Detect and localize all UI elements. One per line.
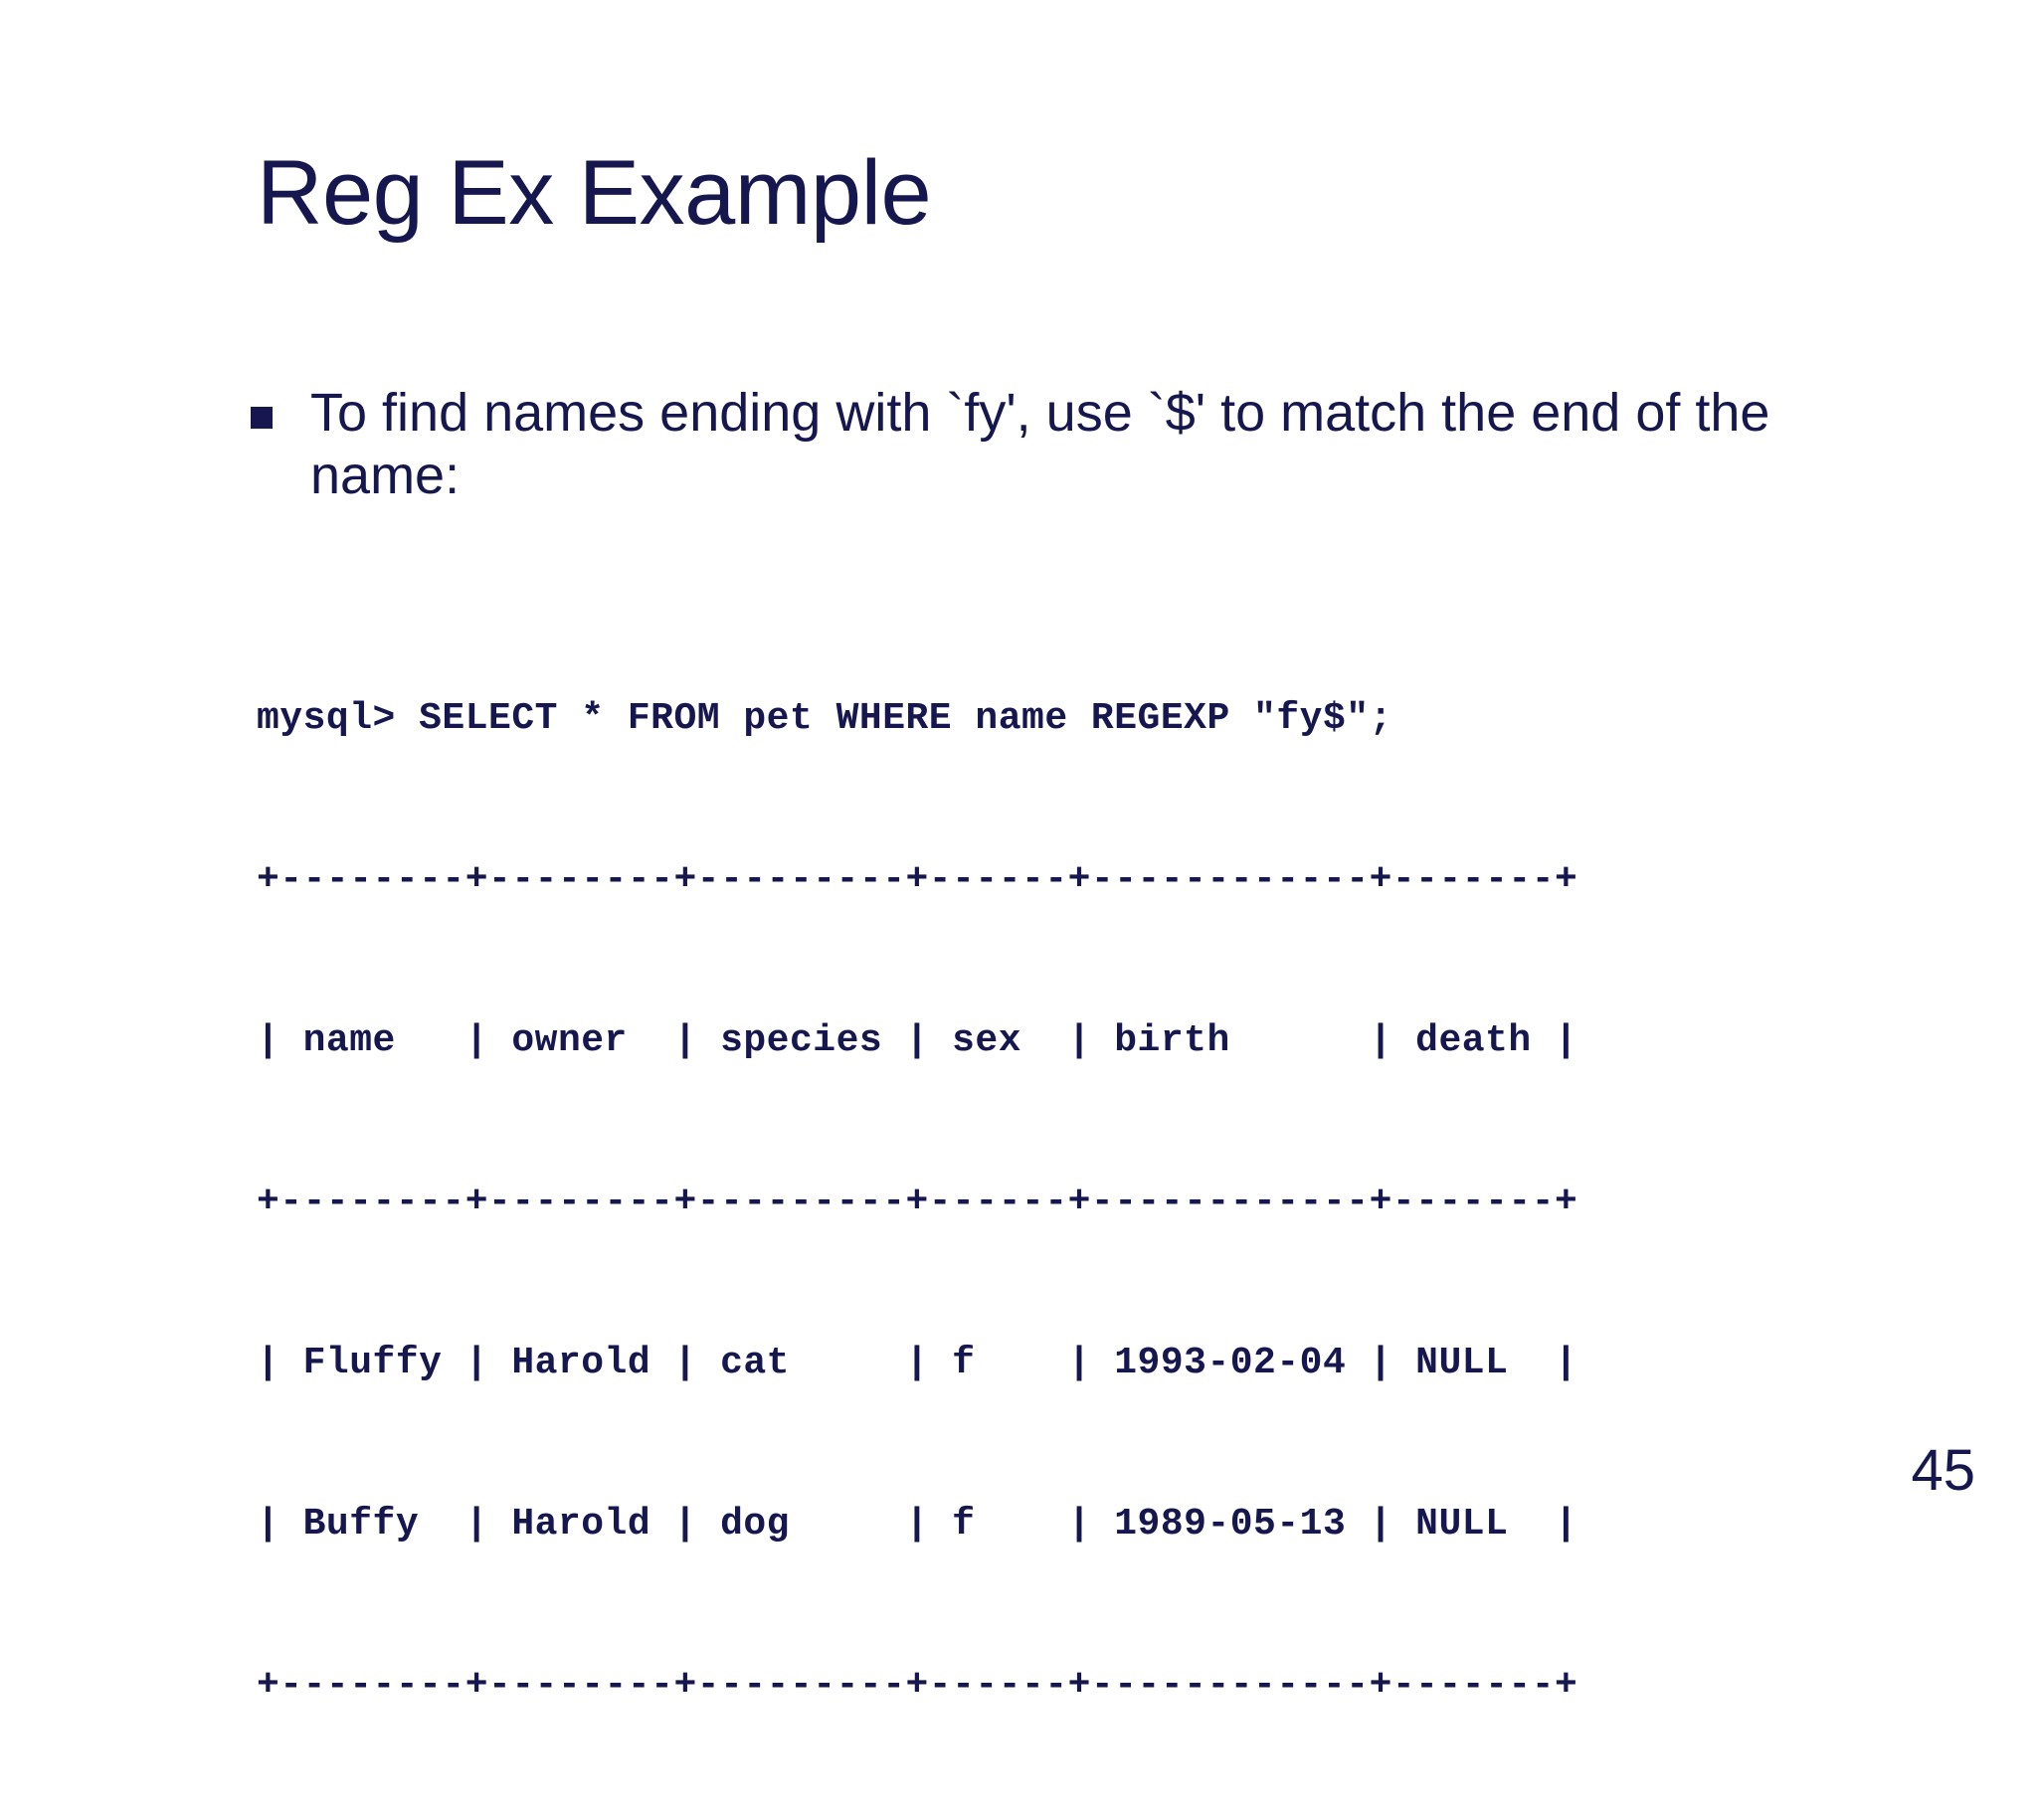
table-row: | Buffy | Harold | dog | f | 1989-05-13 … — [257, 1503, 1578, 1546]
page-title: Reg Ex Example — [257, 141, 932, 244]
square-bullet-icon — [251, 407, 273, 429]
console-line-command: mysql> SELECT * FROM pet WHERE name REGE… — [257, 697, 1392, 740]
bullet-list: To find names ending with `fy', use `$' … — [251, 382, 1922, 506]
slide-canvas: Reg Ex Example To find names ending with… — [251, 141, 1975, 1707]
sql-console-output: mysql> SELECT * FROM pet WHERE name REGE… — [257, 585, 1577, 1820]
table-row: | Fluffy | Harold | cat | f | 1993-02-04… — [257, 1342, 1578, 1384]
console-line-rule-mid: +--------+--------+---------+------+----… — [257, 1181, 1578, 1223]
list-item: To find names ending with `fy', use `$' … — [251, 382, 1922, 506]
bullet-item-label: To find names ending with `fy', use `$' … — [310, 383, 1770, 505]
console-line-header: | name | owner | species | sex | birth |… — [257, 1019, 1578, 1062]
console-line-rule-top: +--------+--------+---------+------+----… — [257, 858, 1578, 901]
page-number: 45 — [1911, 1438, 1975, 1503]
console-line-rule-bot: +--------+--------+---------+------+----… — [257, 1664, 1578, 1707]
